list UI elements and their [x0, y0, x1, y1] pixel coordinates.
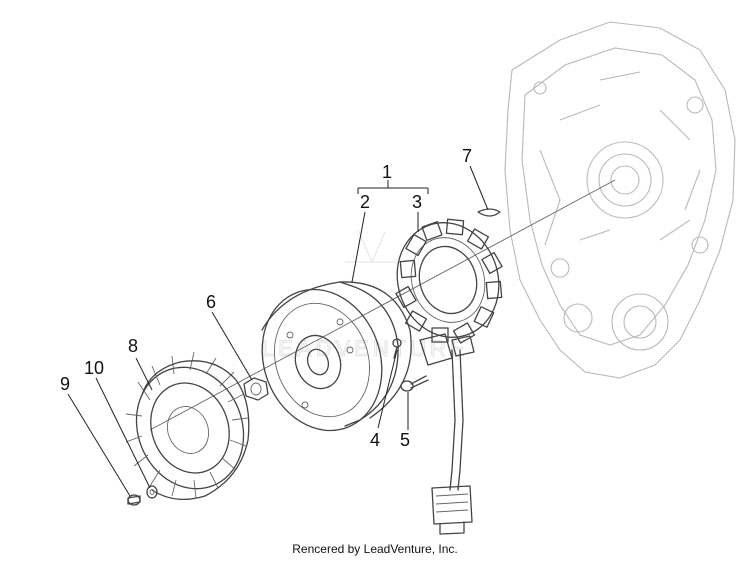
stator	[395, 218, 503, 535]
watermark-text: LEADVENTURE	[262, 336, 469, 361]
woodruff-key	[477, 208, 501, 217]
washer	[146, 485, 158, 499]
callout-1: 1	[382, 162, 392, 182]
callout-5: 5	[400, 430, 410, 450]
flywheel	[261, 281, 412, 432]
callout-6: 6	[206, 292, 216, 312]
callout-9: 9	[60, 374, 70, 394]
assembly-axis-line	[149, 179, 616, 431]
screw	[400, 375, 429, 392]
callout-2: 2	[360, 192, 370, 212]
callout-3: 3	[412, 192, 422, 212]
bolt	[127, 494, 141, 506]
callout-10: 10	[84, 358, 104, 378]
nut	[243, 377, 269, 401]
callout-4: 4	[370, 430, 380, 450]
crankcase	[504, 21, 736, 379]
callout-8: 8	[128, 336, 138, 356]
footer-credit: Rencered by LeadVenture, Inc.	[292, 542, 458, 556]
watermark-logo	[345, 229, 398, 264]
cooling-fan	[125, 351, 250, 501]
small-screw	[392, 338, 402, 359]
leader-lines	[67, 165, 489, 497]
callout-7: 7	[462, 146, 472, 166]
